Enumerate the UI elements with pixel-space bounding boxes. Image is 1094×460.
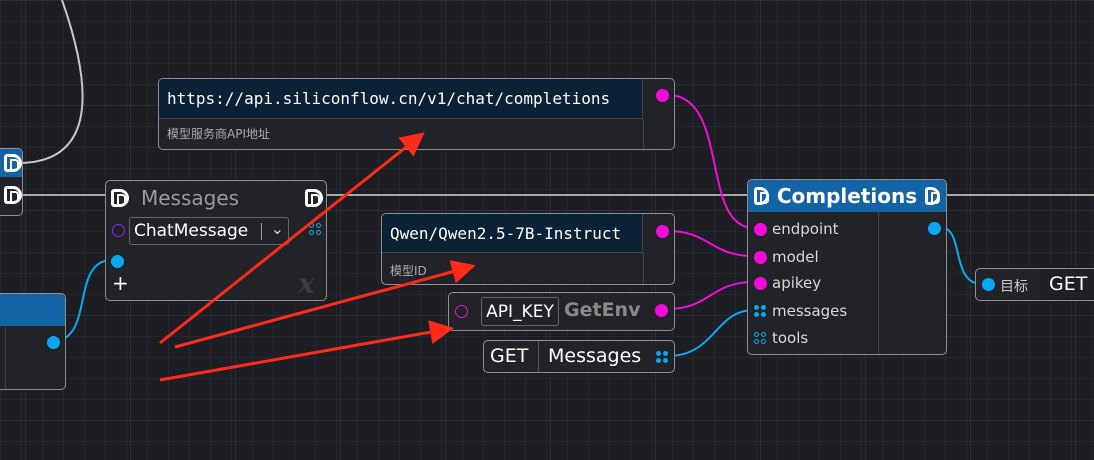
model-string-node[interactable]: Qwen/Qwen2.5-7B-Instruct 模型ID	[381, 213, 675, 285]
endpoint-pin[interactable]	[754, 223, 767, 236]
chevron-down-icon: ⌄	[270, 219, 284, 238]
variable-watermark-icon: x	[298, 267, 315, 300]
array-out-pin-icon[interactable]	[656, 351, 668, 363]
env-key-value: API_KEY	[486, 301, 554, 322]
endpoint-value: https://api.siliconflow.cn/v1/chat/compl…	[167, 89, 611, 108]
endpoint-input[interactable]: https://api.siliconflow.cn/v1/chat/compl…	[159, 79, 643, 119]
model-value: Qwen/Qwen2.5-7B-Instruct	[390, 223, 622, 243]
element-pin[interactable]	[111, 255, 124, 268]
getenv-node[interactable]: API_KEY GetEnv	[448, 292, 675, 331]
exec-in-icon[interactable]	[754, 187, 769, 205]
wire-messages	[667, 309, 755, 357]
model-label: model	[772, 248, 819, 266]
exec-in-icon[interactable]	[111, 189, 129, 207]
array-pin-icon[interactable]	[309, 223, 321, 235]
string-out-pin[interactable]	[656, 89, 669, 102]
key-pin[interactable]	[455, 305, 468, 318]
exec-out-icon[interactable]	[925, 187, 940, 205]
string-out-pin[interactable]	[655, 304, 668, 317]
string-out-pin[interactable]	[656, 225, 669, 238]
add-pin-button[interactable]: +	[112, 271, 129, 295]
completions-node[interactable]: Completions endpoint model apikey messag…	[747, 179, 947, 355]
model-input[interactable]: Qwen/Qwen2.5-7B-Instruct	[382, 214, 643, 253]
endpoint-caption: 模型服务商API地址	[167, 127, 270, 141]
variable-name: Messages	[548, 345, 642, 367]
wire-model	[667, 230, 755, 257]
type-pin[interactable]	[112, 224, 125, 237]
tools-label: tools	[772, 329, 809, 347]
partial-node-top-left[interactable]	[0, 148, 23, 216]
messages-label: messages	[772, 302, 848, 320]
model-caption: 模型ID	[390, 264, 427, 278]
endpoint-label: endpoint	[772, 220, 839, 238]
exec-wire-top	[21, 0, 84, 164]
get-messages-node[interactable]: GET Messages	[483, 340, 675, 373]
node-title: Completions	[776, 184, 918, 208]
target-label: 目标	[1000, 279, 1028, 295]
get-label: GET	[1049, 273, 1088, 295]
exec-icon	[4, 186, 22, 204]
type-select[interactable]: ChatMessage ⌄	[129, 217, 289, 245]
messages-pin-icon[interactable]	[754, 305, 766, 317]
apikey-label: apikey	[772, 274, 822, 292]
endpoint-string-node[interactable]: https://api.siliconflow.cn/v1/chat/compl…	[158, 78, 675, 150]
partial-node-bottom-left[interactable]	[0, 293, 66, 390]
target-get-node[interactable]: 目标 GET	[975, 268, 1094, 301]
tools-pin-icon[interactable]	[754, 332, 766, 344]
type-select-value: ChatMessage	[134, 221, 249, 241]
get-label: GET	[490, 345, 529, 367]
wire-endpoint	[667, 94, 755, 229]
node-title: GetEnv	[564, 299, 641, 321]
result-out-pin[interactable]	[928, 222, 941, 235]
wire-apikey	[667, 281, 755, 310]
node-title: Messages	[141, 186, 240, 210]
apikey-pin[interactable]	[754, 277, 767, 290]
target-pin[interactable]	[982, 278, 995, 291]
messages-node[interactable]: Messages ChatMessage ⌄ + x	[105, 180, 327, 301]
env-key-input[interactable]: API_KEY	[481, 297, 559, 326]
output-pin[interactable]	[47, 336, 60, 349]
model-pin[interactable]	[754, 251, 767, 264]
exec-icon	[4, 154, 22, 172]
exec-out-icon[interactable]	[305, 189, 323, 207]
